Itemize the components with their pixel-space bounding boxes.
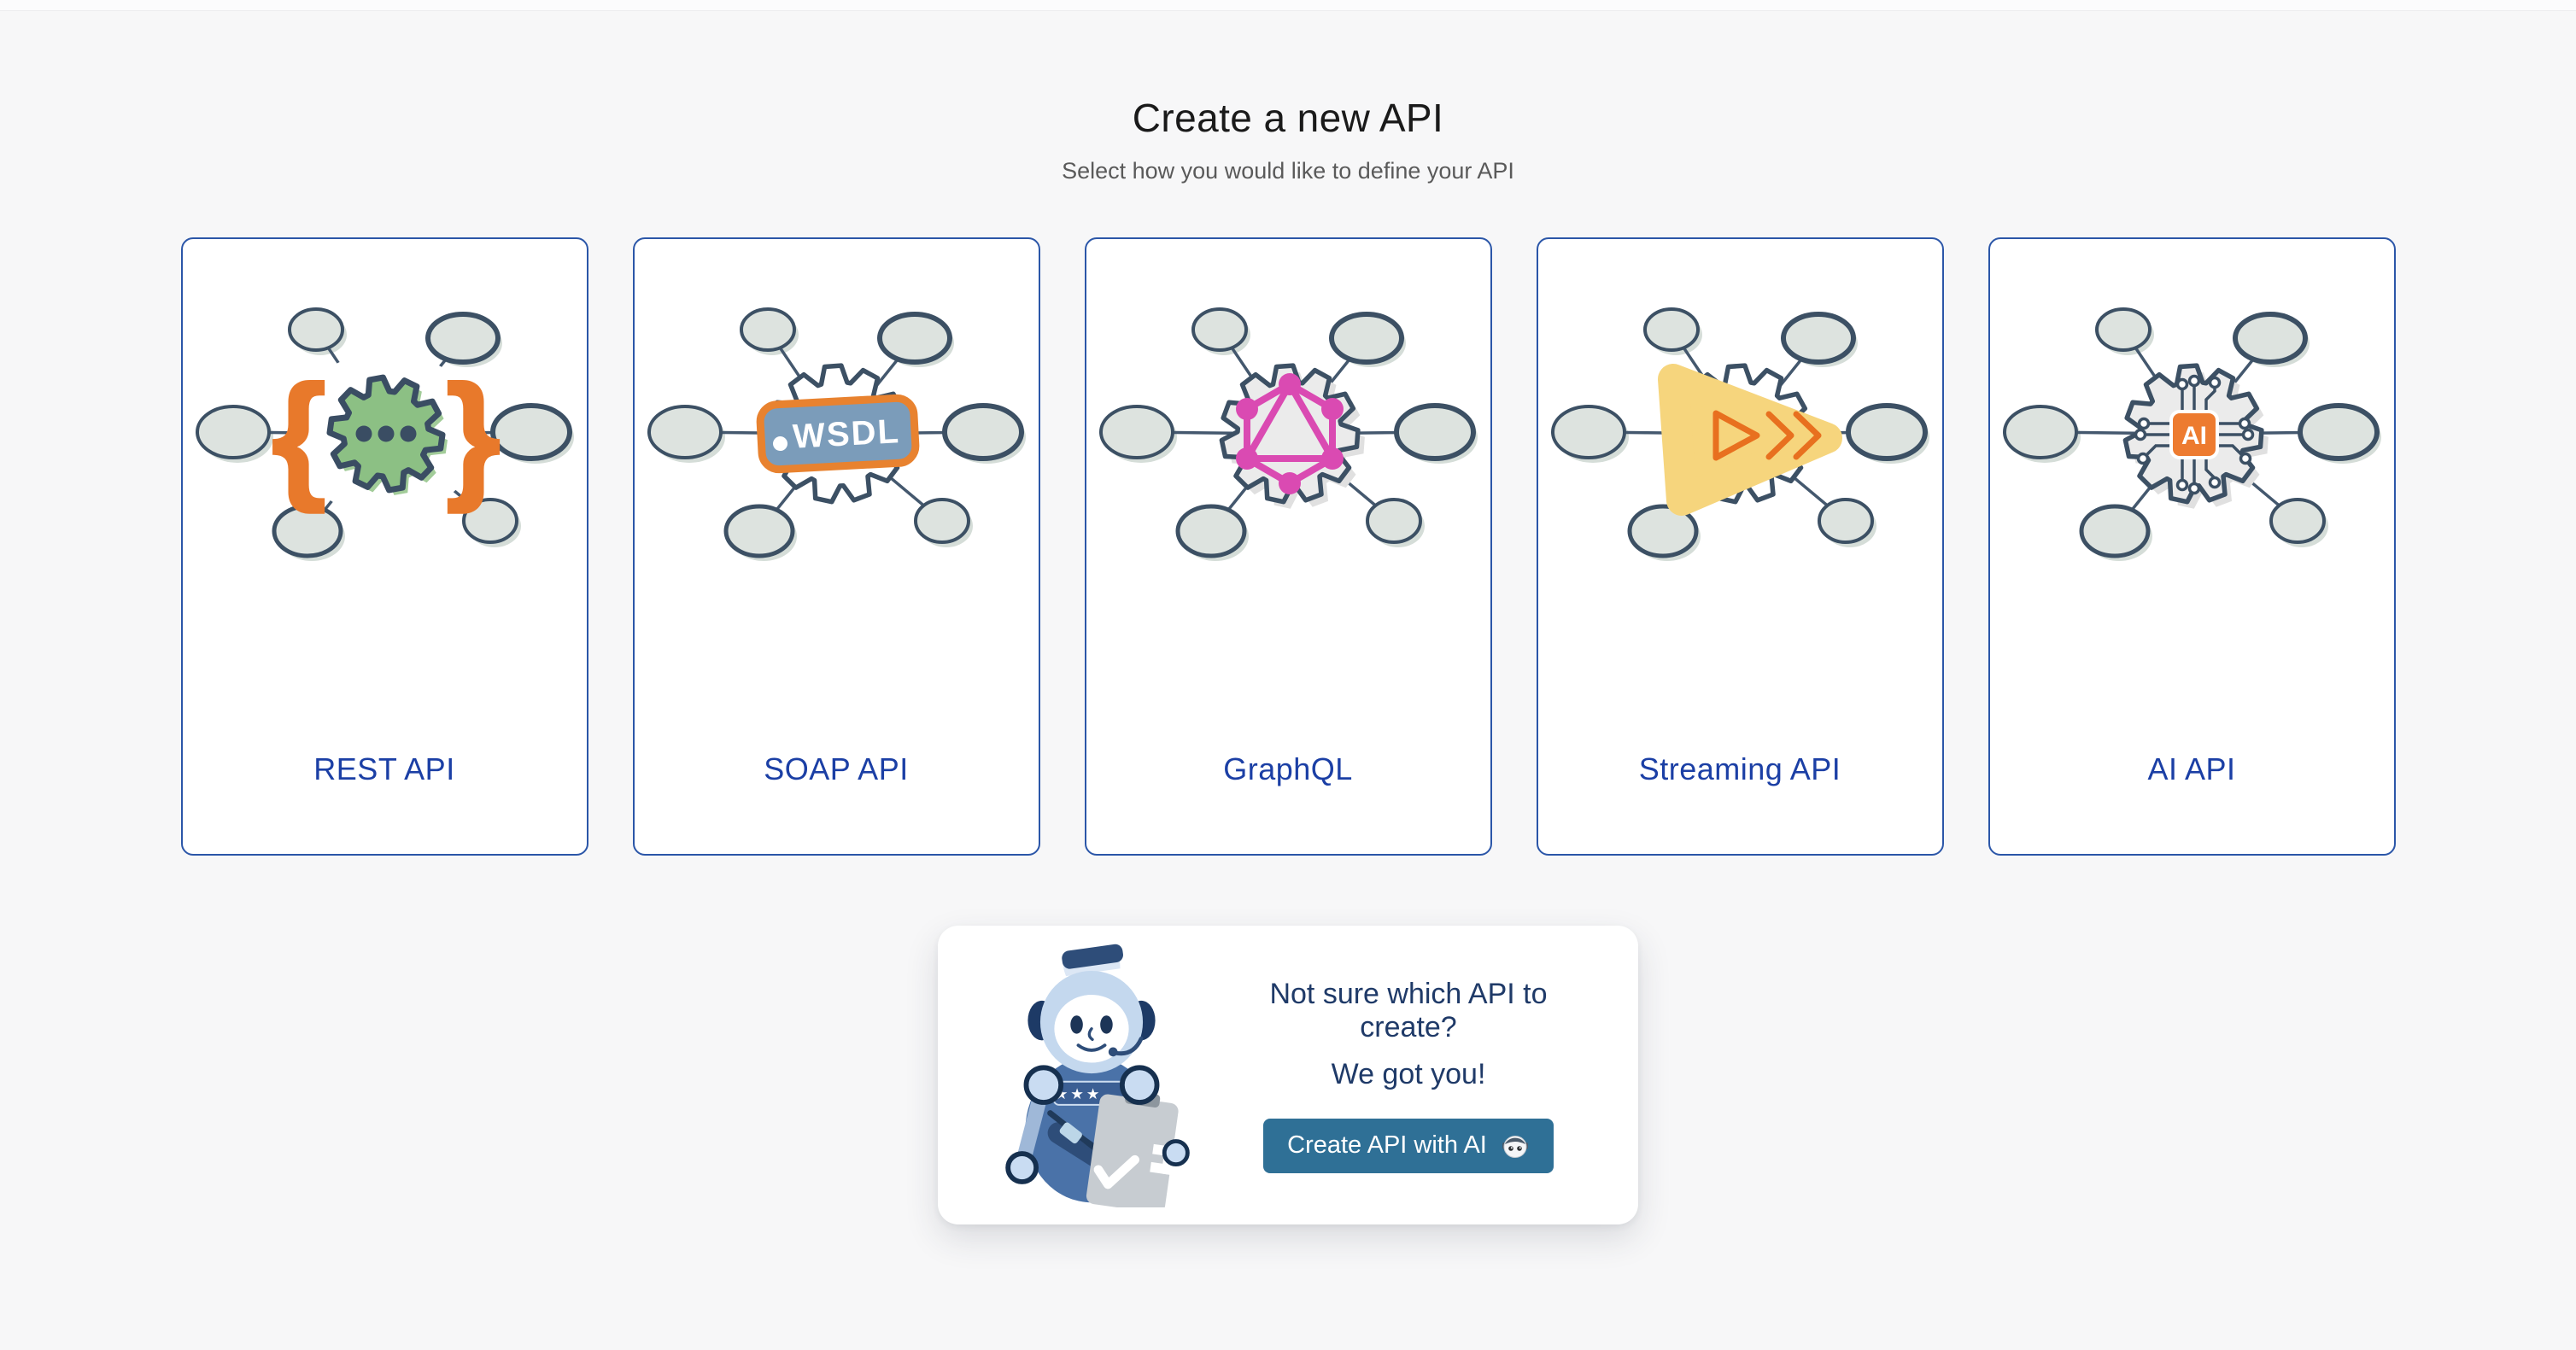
graphql-gear-icon: [1102, 306, 1474, 562]
rest-gear-icon: { }: [198, 306, 571, 562]
card-graphql[interactable]: GraphQL: [1084, 237, 1492, 856]
helper-text-block: Not sure which API to create? We got you…: [1220, 978, 1597, 1173]
api-type-cards: { } REST API WSDL SOAP API: [0, 237, 2576, 856]
card-soap-api[interactable]: WSDL SOAP API: [632, 237, 1040, 856]
top-app-bar-edge: [0, 0, 2576, 11]
page-title: Create a new API: [1132, 96, 1444, 140]
helper-line-1: Not sure which API to create?: [1269, 977, 1548, 1043]
card-streaming-api[interactable]: Streaming API: [1536, 237, 1944, 856]
streaming-gear-icon: [1554, 306, 1926, 562]
page-subtitle: Select how you would like to define your…: [1062, 158, 1514, 184]
card-label-ai-api: AI API: [2147, 751, 2236, 786]
create-api-with-ai-button[interactable]: Create API with AI: [1263, 1118, 1554, 1173]
ai-chip-text: AI: [2181, 422, 2207, 450]
card-label-soap-api: SOAP API: [764, 751, 909, 786]
card-ai-api[interactable]: AI AI API: [1988, 237, 2396, 856]
card-label-streaming-api: Streaming API: [1638, 751, 1841, 786]
curly-brace-left-icon: {: [272, 356, 326, 513]
curly-brace-right-icon: }: [446, 356, 501, 513]
wsdl-gear-icon: WSDL: [650, 306, 1022, 562]
card-label-rest-api: REST API: [313, 751, 455, 786]
ai-chip-gear-icon: AI: [2005, 306, 2378, 562]
ai-helper-card: ★★★ Not sure which API to crea: [938, 926, 1638, 1224]
card-rest-api[interactable]: { } REST API: [180, 237, 588, 856]
robot-stars-badge: ★★★: [1055, 1085, 1103, 1102]
helper-line-2: We got you!: [1331, 1057, 1486, 1090]
robot-illustration: ★★★: [1005, 944, 1190, 1207]
create-api-with-ai-label: Create API with AI: [1287, 1131, 1487, 1159]
wsdl-badge-text: WSDL: [792, 412, 901, 456]
card-label-graphql: GraphQL: [1223, 751, 1353, 786]
robot-icon: [1502, 1135, 1528, 1158]
